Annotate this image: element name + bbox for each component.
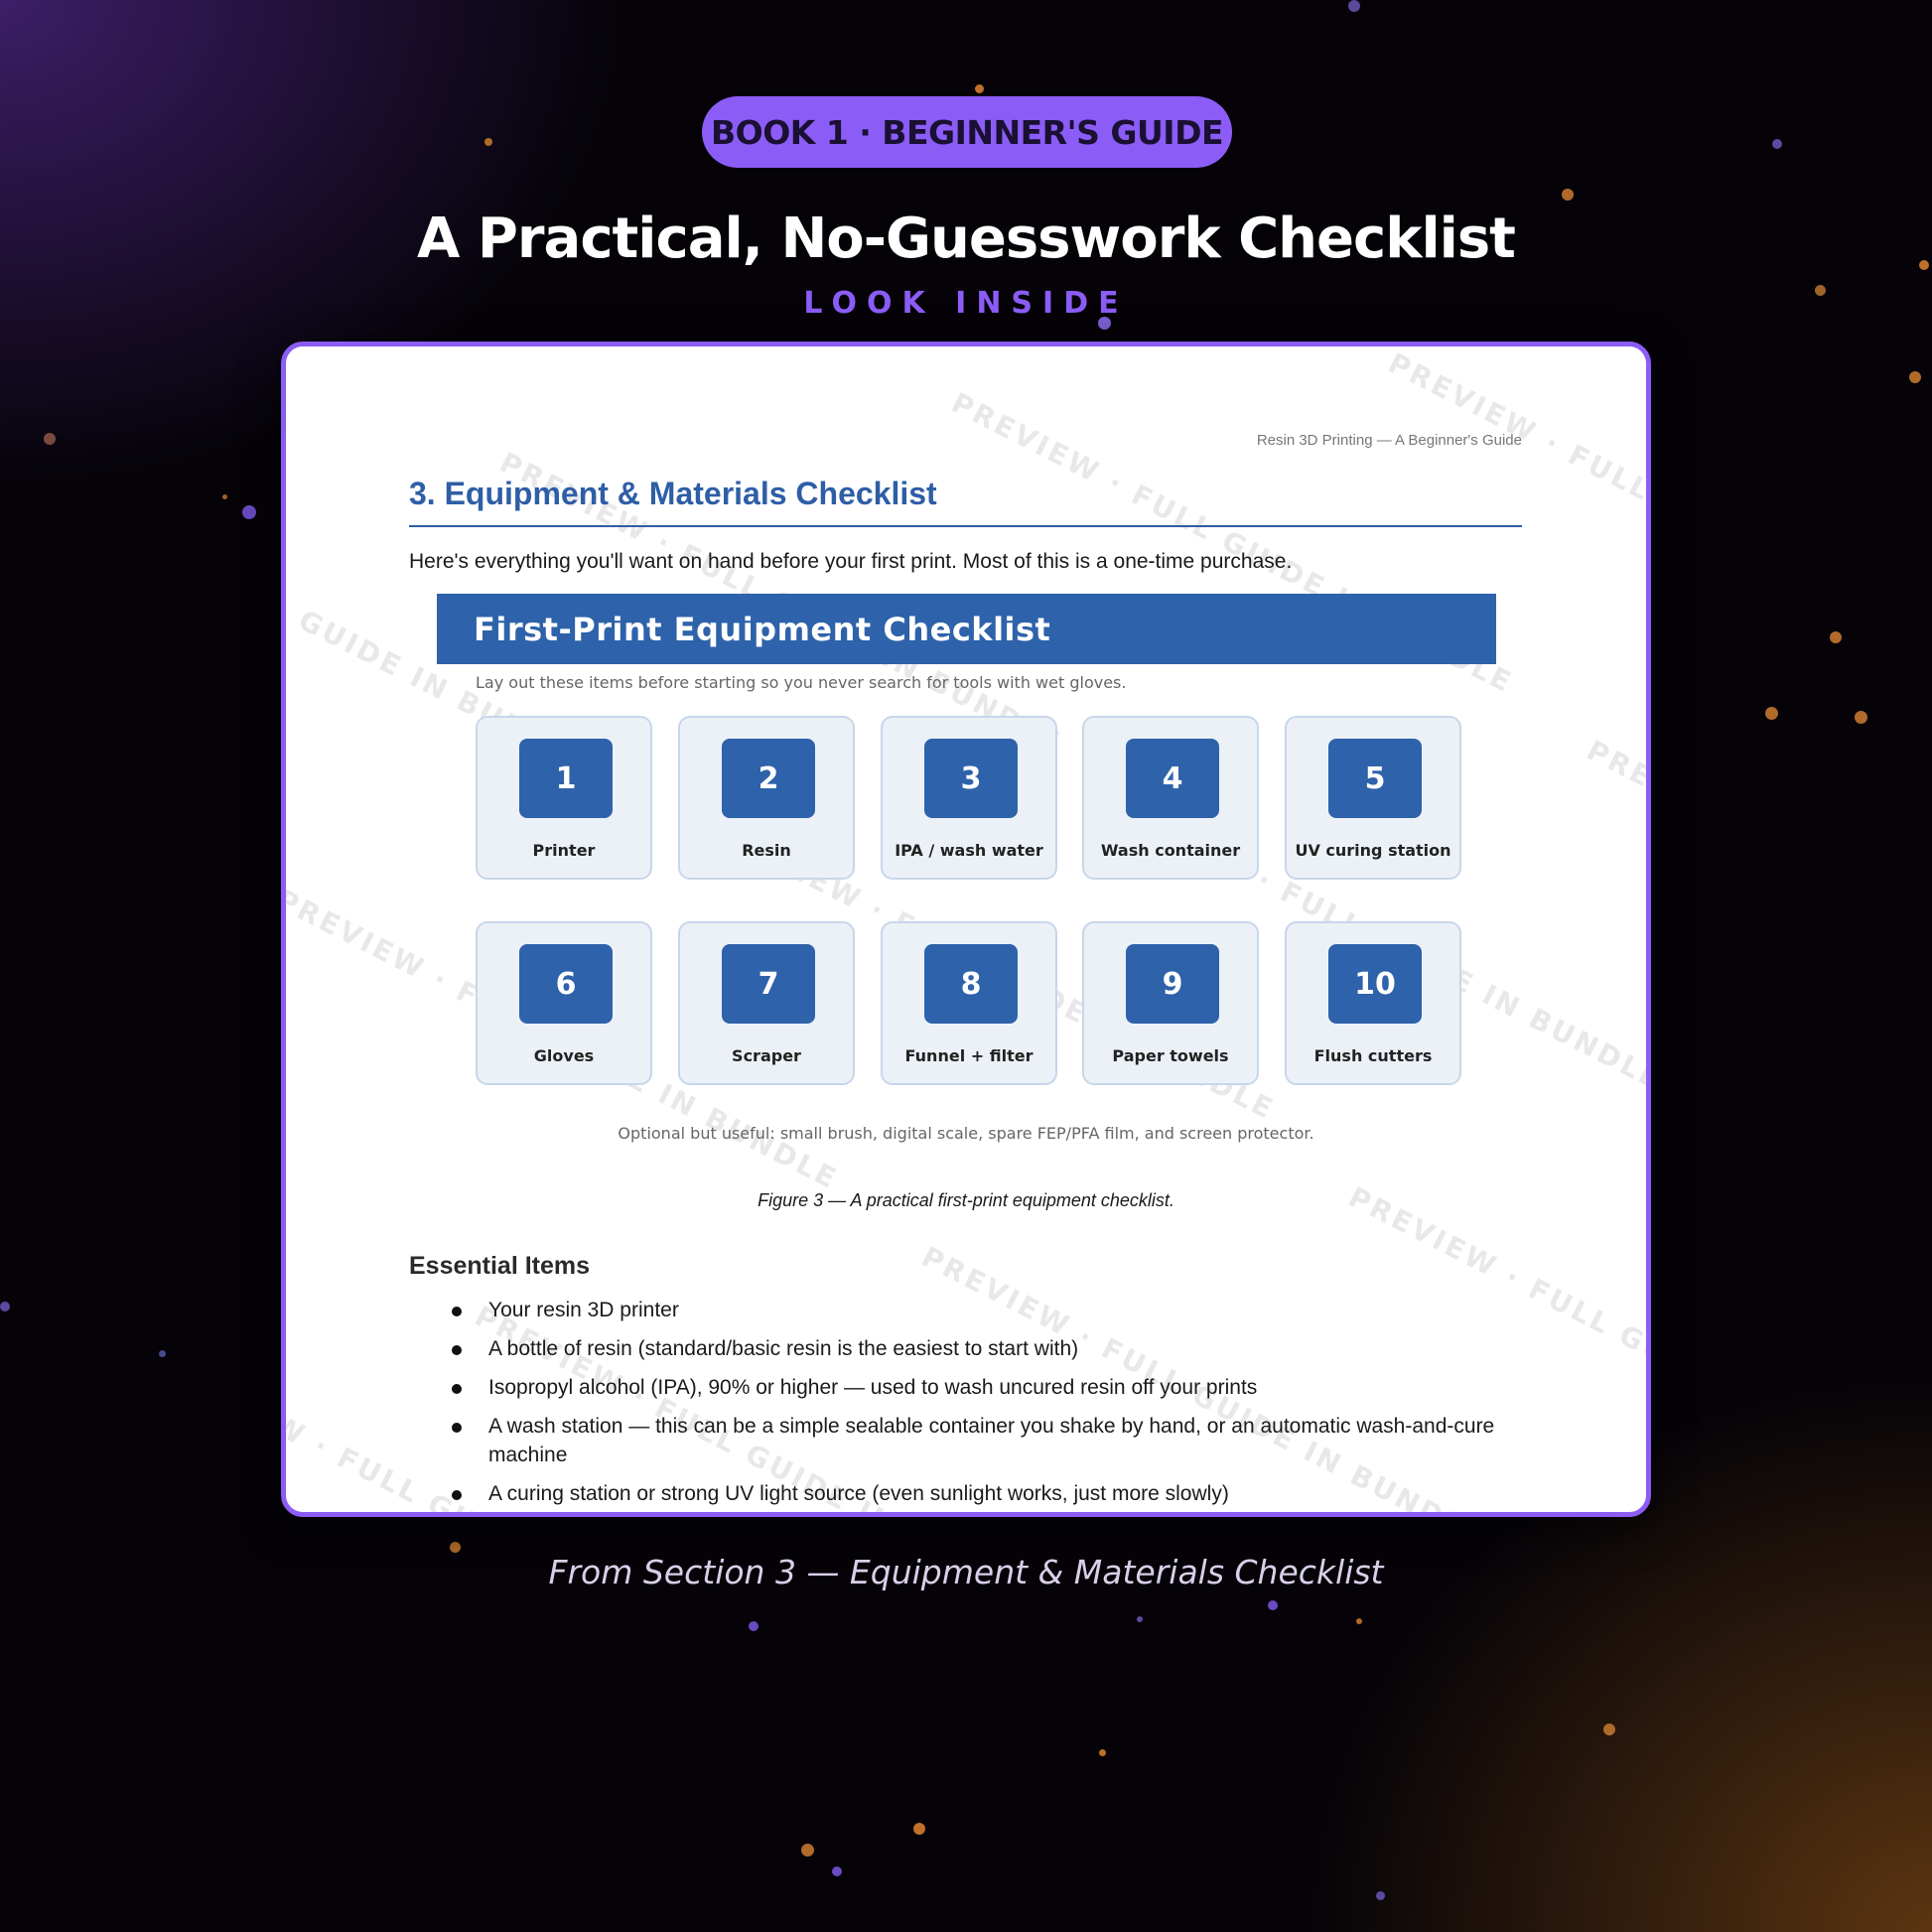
checklist-tile: 4 Wash container [1082,716,1259,880]
tile-number: 4 [1126,739,1219,818]
running-head: Resin 3D Printing — A Beginner's Guide [1256,432,1522,449]
figure-banner-subtitle: Lay out these items before starting so y… [476,673,1127,692]
tile-number: 10 [1328,944,1422,1024]
page-headline: A Practical, No-Guesswork Checklist [417,207,1516,271]
checklist-tile: 1 Printer [476,716,652,880]
tile-label: Scraper [732,1046,801,1065]
list-item: A wash station — this can be a simple se… [409,1412,1531,1469]
list-item: A curing station or strong UV light sour… [409,1479,1531,1508]
checklist-tile: 10 Flush cutters [1285,921,1461,1085]
tile-label: Gloves [533,1046,595,1065]
checklist-tile: 8 Funnel + filter [881,921,1057,1085]
checklist-tile: 6 Gloves [476,921,652,1085]
checklist-tile: 5 UV curing station [1285,716,1461,880]
tile-label: IPA / wash water [895,841,1043,860]
figure-banner: First-Print Equipment Checklist [437,594,1496,664]
list-item: Your resin 3D printer [409,1296,1531,1324]
checklist-tile: 3 IPA / wash water [881,716,1057,880]
essential-items-list: Your resin 3D printer A bottle of resin … [409,1296,1531,1512]
checklist-tile: 9 Paper towels [1082,921,1259,1085]
tile-number: 6 [519,944,613,1024]
page-preview-card: PREVIEW · FULL GUIDE IN BUNDLE PREVIEW ·… [281,342,1651,1517]
section-rule [409,525,1522,527]
figure-banner-title: First-Print Equipment Checklist [474,610,1051,648]
tile-label: UV curing station [1295,841,1451,860]
look-inside-label: LOOK INSIDE [803,286,1129,321]
list-item: Isopropyl alcohol (IPA), 90% or higher —… [409,1373,1531,1402]
tile-label: Printer [532,841,596,860]
optional-note: Optional but useful: small brush, digita… [618,1124,1314,1143]
tile-label: Funnel + filter [904,1046,1034,1065]
tile-number: 7 [722,944,815,1024]
essential-items-heading: Essential Items [409,1252,591,1280]
intro-paragraph: Here's everything you'll want on hand be… [409,550,1293,573]
checklist-tile: 7 Scraper [678,921,855,1085]
tile-label: Paper towels [1112,1046,1229,1065]
tile-number: 8 [924,944,1018,1024]
checklist-tile: 2 Resin [678,716,855,880]
preview-watermark: PREVIEW · FULL GUIDE IN BUNDLE [1582,734,1651,1047]
list-item: A bottle of resin (standard/basic resin … [409,1334,1531,1363]
tile-label: Resin [742,841,791,860]
tile-number: 2 [722,739,815,818]
tile-number: 9 [1126,944,1219,1024]
tile-number: 3 [924,739,1018,818]
tile-label: Wash container [1100,841,1241,860]
bottom-caption: From Section 3 — Equipment & Materials C… [548,1553,1384,1591]
figure-caption: Figure 3 — A practical first-print equip… [758,1190,1174,1210]
tile-number: 5 [1328,739,1422,818]
tile-label: Flush cutters [1313,1046,1433,1065]
book-badge: BOOK 1 · BEGINNER'S GUIDE [702,96,1232,168]
section-title: 3. Equipment & Materials Checklist [409,476,937,511]
tile-number: 1 [519,739,613,818]
